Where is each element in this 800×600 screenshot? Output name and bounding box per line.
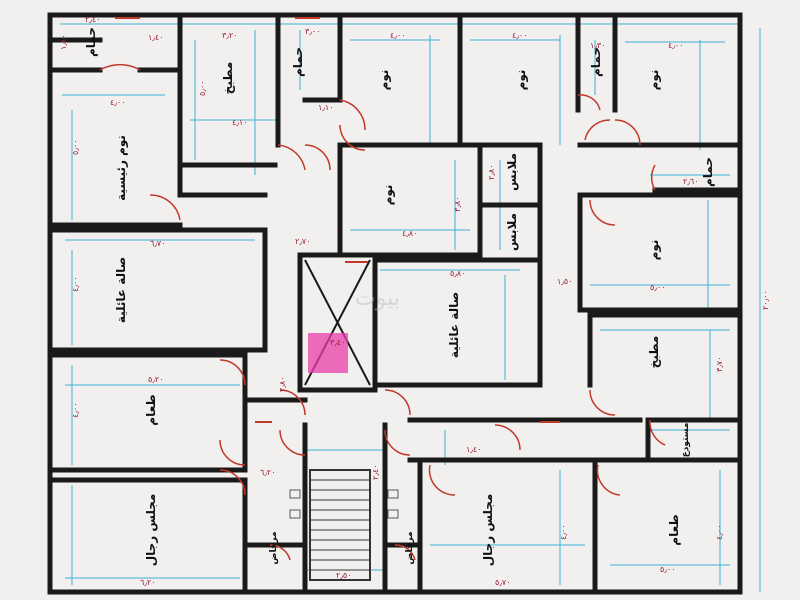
dimension-lines	[60, 23, 761, 592]
dimension-labels: ٢٫٤٠ ١٫٤٠ ١٫٨٠ ٣٫٢٠ ٣٫٠٠ ٤٫٠٠ ٤٫٠٠ ١٫٣٠ …	[59, 15, 770, 587]
dimension-label: ١٫٣٠	[590, 41, 606, 50]
dimension-label: ١٫٤٠	[466, 445, 482, 454]
dimension-label: ٢٫٧٠	[295, 237, 311, 246]
dimension-label: ٥٫٠٠	[660, 565, 676, 574]
room-label: صالة عائلية	[114, 257, 128, 323]
dimension-label: ٣٫٤٠	[330, 338, 346, 347]
room-label: حمام	[589, 47, 604, 77]
dimension-label: ٢٠٫٠٠	[761, 290, 770, 310]
room-label: ملابس	[505, 213, 519, 251]
dimension-label: ٥٫٠٠	[71, 140, 80, 156]
dimension-label: ٥٫٢٠	[148, 375, 164, 384]
windows	[115, 17, 560, 423]
dimension-label: ٥٫٠٠	[198, 81, 207, 97]
dimension-label: ١٫٥٠	[557, 277, 573, 286]
room-label: مرحاض	[405, 531, 415, 564]
dimension-label: ٣٫٢٠	[222, 31, 238, 40]
dimension-label: ٤٫٠٠	[390, 31, 406, 40]
room-labels: حمام مطبخ حمام نوم نوم حمام نوم نوم رئيس…	[84, 27, 716, 566]
dimension-label: ٤٫٠٠	[512, 31, 528, 40]
dimension-label: ٢٫٦٠	[683, 177, 699, 186]
walls	[47, 12, 743, 595]
room-label: مستودع	[681, 423, 691, 458]
dimension-label: ١٫٨٠	[59, 35, 68, 51]
room-label: طعام	[667, 514, 682, 545]
room-label: مرحاض	[269, 531, 279, 564]
room-label: نوم رئيسية	[114, 135, 129, 201]
room-label: نوم	[647, 240, 662, 261]
room-label: ملابس	[505, 153, 519, 191]
dimension-label: ٤٫٠٠	[71, 403, 80, 419]
dimension-label: ٣٫٠٠	[305, 27, 321, 36]
highlight-marker	[308, 333, 348, 373]
dimension-label: ٣٫٧٠	[715, 357, 724, 373]
dimension-label: ١٫٤٠	[148, 33, 164, 42]
watermark: بيوت	[355, 286, 400, 311]
dimension-label: ٢٫٨٠	[278, 377, 287, 393]
sinks	[289, 489, 399, 519]
dimension-label: ٢٫٥٠	[336, 571, 352, 580]
dimension-label: ٤٫١٠	[232, 118, 248, 127]
room-label: حمام	[291, 47, 306, 77]
dimension-label: ٢٫٤٠	[371, 465, 380, 481]
room-label: صالة عائلية	[447, 292, 461, 358]
dimension-label: ٥٫٧٠	[495, 578, 511, 587]
room-label: نوم	[647, 70, 662, 91]
doors	[99, 63, 666, 561]
dimension-label: ٣٫٨٠	[453, 197, 462, 213]
dimension-label: ٥٫٠٠	[650, 283, 666, 292]
dimension-label: ٦٫٢٠	[260, 468, 276, 477]
room-label: طعام	[144, 394, 159, 425]
room-label: نوم	[377, 70, 392, 91]
room-label: حمام	[701, 157, 716, 187]
dimension-label: ٢٫٤٠	[85, 15, 101, 24]
dimension-label: ٤٫٠٠	[715, 525, 724, 541]
dimension-label: ٤٫٠٠	[559, 525, 568, 541]
room-label: نوم	[514, 70, 529, 91]
dimension-label: ٥٫٨٠	[450, 269, 466, 278]
dimension-label: ٤٫٠٠	[668, 41, 684, 50]
room-label: مجلس رجال	[144, 494, 158, 567]
room-label: نوم	[381, 185, 396, 206]
dimension-label: ٦٫٧٠	[150, 239, 166, 248]
room-label: حمام	[84, 27, 99, 57]
staircase	[309, 469, 371, 581]
room-label: مطبخ	[647, 336, 661, 369]
dimension-label: ٤٫٠٠	[110, 98, 126, 107]
dimension-label: ٤٫٠٠	[71, 277, 80, 293]
room-label: مجلس رجال	[481, 494, 495, 567]
dimension-label: ١٫١٠	[318, 103, 334, 112]
dimension-label: ٤٫٨٠	[402, 229, 418, 238]
dimension-label: ٢٫٨٠	[487, 165, 496, 181]
dimension-label: ٦٫٢٠	[140, 578, 156, 587]
room-label: مطبخ	[221, 62, 235, 95]
